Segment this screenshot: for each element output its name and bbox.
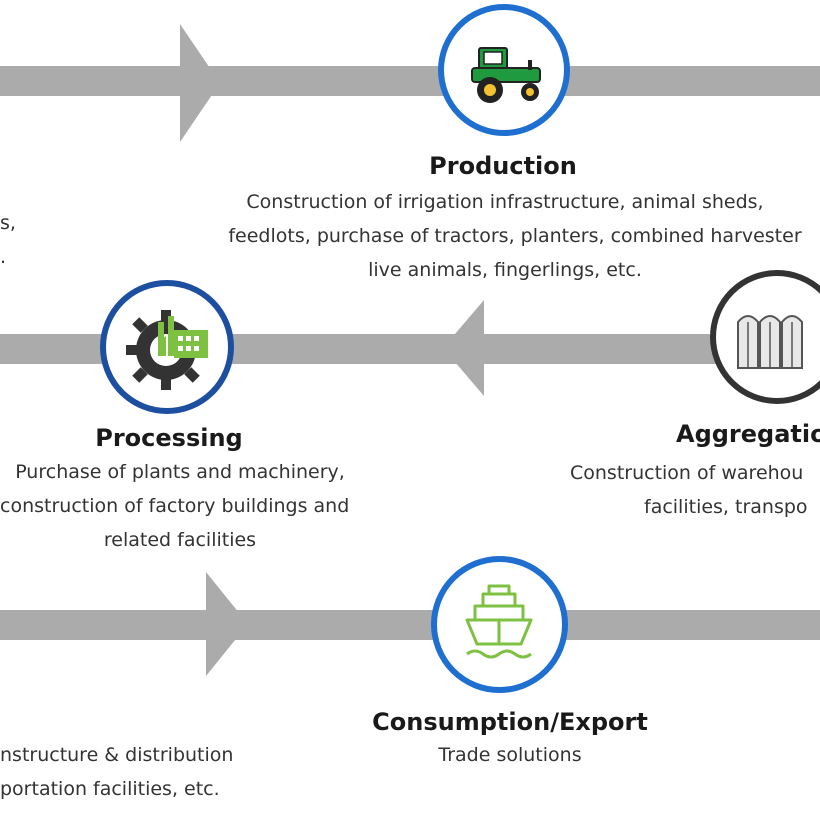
aggregation-desc-line: facilities, transpo <box>644 496 808 518</box>
partial-desc-line: nstructure & distribution <box>0 744 234 766</box>
processing-desc-line: Purchase of plants and machinery, <box>15 461 345 483</box>
tractor-icon <box>471 47 541 103</box>
left-arrow-icon <box>443 300 484 396</box>
right-arrow-icon <box>206 572 248 676</box>
consumption-export-description: Trade solutions <box>400 738 620 772</box>
processing-desc-line: related facilities <box>103 529 257 551</box>
production-node <box>438 4 570 136</box>
partial-desc-line: portation facilities, etc. <box>0 778 220 800</box>
production-desc-line: live animals, fingerlings, etc. <box>368 259 642 281</box>
processing-title: Processing <box>95 424 243 452</box>
processing-node <box>100 280 234 414</box>
production-desc-line: feedlots, purchase of tractors, planters… <box>228 225 802 247</box>
left-partial-description-bottom: nstructure & distribution portation faci… <box>0 738 233 806</box>
aggregation-description: Construction of warehou facilities, tran… <box>570 456 808 524</box>
partial-desc-line: s, <box>0 212 16 234</box>
right-arrow-icon <box>180 24 220 142</box>
processing-desc-line: construction of factory buildings and <box>0 495 350 517</box>
aggregation-title: Aggregation <box>676 420 820 448</box>
production-desc-line: Construction of irrigation infrastructur… <box>246 191 764 213</box>
aggregation-node <box>710 270 820 404</box>
silo-icon <box>737 315 803 369</box>
consumption-export-node <box>431 556 568 693</box>
flow-band-top <box>0 66 820 96</box>
left-partial-description-top: s, . <box>0 206 16 274</box>
production-description: Construction of irrigation infrastructur… <box>200 185 810 287</box>
consumption-export-title: Consumption/Export <box>372 708 648 736</box>
production-title: Production <box>429 152 577 180</box>
processing-description: Purchase of plants and machinery, constr… <box>0 455 360 557</box>
factory-gear-icon <box>126 310 208 390</box>
aggregation-desc-line: Construction of warehou <box>570 462 804 484</box>
flow-band-bottom <box>0 610 820 640</box>
consumption-desc-line: Trade solutions <box>438 744 582 766</box>
partial-desc-line: . <box>0 246 7 268</box>
ship-icon <box>465 584 533 659</box>
